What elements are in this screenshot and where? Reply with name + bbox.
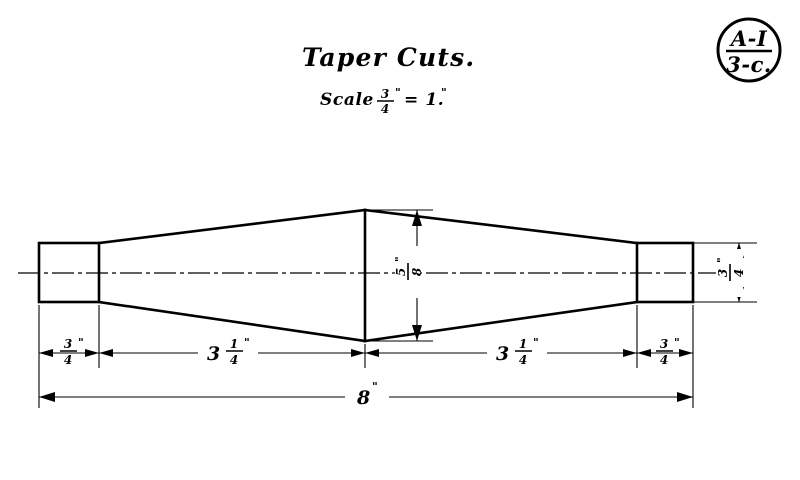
title-block-circle [716, 17, 782, 83]
dimension-left-shoulder-inch-mark: " [78, 336, 84, 349]
arrowhead-left-shoulder-right [85, 349, 99, 357]
left-taper-top-edge [97, 208, 367, 245]
arrowhead-right-shoulder-left [637, 349, 651, 357]
scale-equals: = 1. [404, 90, 444, 110]
arrowhead-right-shoulder-right [679, 349, 693, 357]
arrowhead-left-taper-left [99, 349, 113, 357]
dimension-right-taper-whole: 3 [496, 343, 509, 365]
right-taper-top-edge [363, 208, 639, 245]
part-outline [37, 208, 695, 343]
dimension-right-taper: 3 1 4 " [365, 336, 637, 367]
dimension-right-taper-text-mask [487, 336, 547, 364]
scale-inch-mark: " [395, 86, 401, 99]
dimension-right-taper-denominator: 4 [519, 353, 527, 367]
dimension-left-taper-denominator: 4 [230, 353, 238, 367]
dimension-left-taper-inch-mark: " [244, 336, 250, 349]
title-block: A-I 3-c. [716, 17, 782, 83]
left-taper-bottom-edge [97, 300, 367, 343]
dimension-left-taper: 3 1 4 " [99, 336, 365, 367]
dimension-overall-inch-mark: " [372, 380, 378, 393]
page-title: Taper Cuts. [302, 43, 475, 72]
title-group: Taper Cuts. [302, 43, 475, 72]
dimension-right-shoulder: 3 4 " [637, 336, 693, 367]
arrowhead-right-taper-left [365, 349, 379, 357]
arrowhead-center-height-top [412, 210, 422, 226]
dimension-center-height: 5 8 " [393, 210, 424, 341]
dimension-right-taper-inch-mark: " [533, 336, 539, 349]
dimension-end-height: 3 4 " [715, 243, 746, 302]
dimension-end-height-denominator: 4 [732, 269, 746, 277]
dimension-left-taper-numerator: 1 [230, 337, 238, 351]
arrowhead-center-height-bottom [412, 325, 422, 341]
arrowhead-overall-left [39, 392, 55, 402]
dimension-left-shoulder-numerator: 3 [64, 337, 72, 351]
scale-fraction-denominator: 4 [381, 102, 389, 116]
dimension-right-shoulder-numerator: 3 [660, 337, 668, 351]
dimension-right-shoulder-inch-mark: " [674, 336, 680, 349]
dimension-center-height-denominator: 8 [410, 267, 424, 276]
arrowhead-left-taper-right [351, 349, 365, 357]
dimension-end-height-inch-mark: " [715, 257, 728, 263]
scale-fraction-numerator: 3 [381, 87, 389, 101]
dimension-center-height-numerator: 5 [394, 268, 408, 276]
dimension-end-height-numerator: 3 [716, 269, 730, 277]
dimension-overall-length: 8 " [39, 379, 693, 409]
dimension-center-height-text-group: 5 8 " [393, 246, 424, 298]
dimension-overall-whole: 8 [356, 387, 370, 409]
arrowhead-right-taper-right [623, 349, 637, 357]
title-block-lower: 3-c. [726, 52, 771, 77]
extension-lines-horizontal [366, 209, 757, 342]
right-taper-bottom-edge [363, 300, 639, 343]
dimension-left-taper-whole: 3 [207, 343, 220, 365]
extension-lines-vertical [38, 305, 694, 408]
arrowhead-overall-right [677, 392, 693, 402]
scale-note: Scale 3 4 " = 1. " [320, 86, 447, 116]
dimension-right-shoulder-denominator: 4 [660, 353, 668, 367]
dimension-left-taper-text-mask [198, 336, 258, 364]
dimension-center-height-inch-mark: " [393, 256, 406, 262]
scale-equals-inch-mark: " [441, 86, 447, 99]
dimension-overall-text-mask [345, 379, 389, 409]
dimension-left-shoulder: 3 4 " [39, 336, 99, 367]
dimension-right-taper-numerator: 1 [519, 337, 527, 351]
scale-label: Scale [320, 90, 374, 110]
dimension-left-shoulder-denominator: 4 [64, 353, 72, 367]
dimension-end-height-text-group: 3 4 " [715, 249, 746, 297]
arrowhead-left-shoulder-left [39, 349, 53, 357]
title-block-upper: A-I [729, 26, 768, 51]
